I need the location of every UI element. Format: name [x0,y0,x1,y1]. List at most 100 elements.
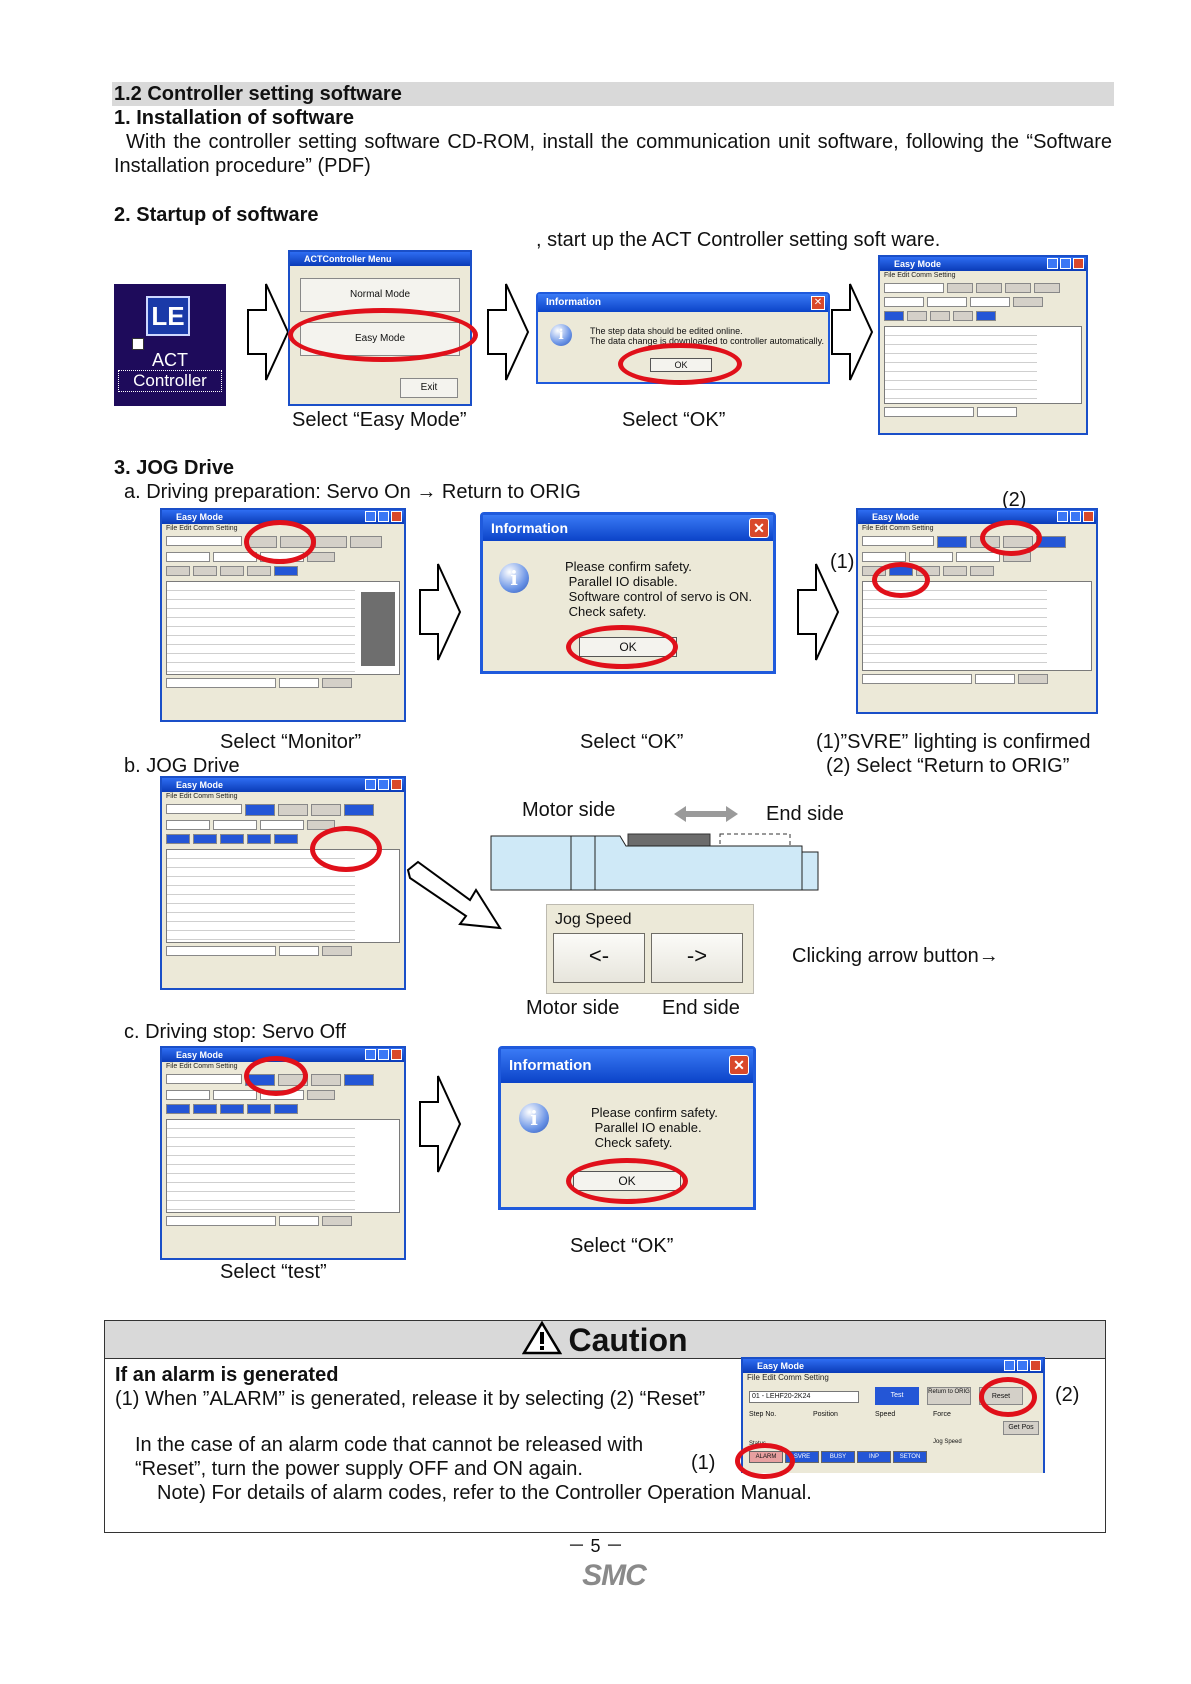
easy-mode-window-servo-on: Easy Mode File Edit Comm Setting [856,508,1098,714]
installation-heading: 1. Installation of software [114,107,355,129]
easy-mode-menu: File Edit Comm Setting [166,793,238,800]
label-1: (1) [830,551,855,573]
diagonal-arrow-icon [406,860,502,930]
motor-side-label-2: Motor side [526,997,620,1019]
info-icon: i [519,1103,549,1133]
caption-select-easy-mode: Select “Easy Mode” [292,409,467,431]
info-icon: i [499,563,529,593]
startup-text: , start up the ACT Controller setting so… [536,229,941,251]
jog-drive-heading: 3. JOG Drive [114,457,235,479]
flow-arrow-icon [419,1075,462,1173]
caption-select-ok-a: Select “OK” [580,731,684,753]
highlight-ring-return-to-orig [980,520,1042,556]
startup-heading: 2. Startup of software [114,204,319,226]
page-number: － 5 － [567,1536,624,1556]
inp-lamp: INP [857,1451,891,1463]
caution-label-1: (1) [691,1452,716,1474]
highlight-ring-alarm [735,1443,795,1479]
highlight-ring-jog-buttons [310,826,382,872]
jog-a-heading: a. Driving preparation: Servo On → Retur… [124,481,581,503]
close-icon[interactable]: ✕ [749,518,769,538]
dialog-title: Information✕ [483,515,773,541]
icon-label-controller: Controller [118,370,222,392]
seton-lamp: SETON [893,1451,927,1463]
highlight-ring-ok [566,625,678,669]
dialog-title: Information✕ [501,1049,753,1083]
menu-window-title: ACTController Menu [290,252,470,266]
end-side-label-2: End side [662,997,740,1019]
speed-label: Speed [875,1411,896,1418]
jog-right-button[interactable]: -> [651,933,743,983]
flow-arrow-icon [247,283,290,381]
flow-arrow-icon [831,283,874,381]
info-icon: i [550,324,572,346]
shortcut-arrow-icon [132,338,144,350]
caution-title: Caution [568,1322,688,1358]
jog-b-heading: b. JOG Drive [124,755,240,777]
caption-return-to-orig: (2) Select “Return to ORIG” [826,755,1070,777]
highlight-ring-reset [979,1377,1037,1417]
highlight-ring-ok [618,343,742,385]
le-logo-icon: LE [146,296,190,336]
caution-header: Caution [105,1320,1105,1359]
icon-label-act: ACT [152,350,188,370]
easy-mode-window-test: Easy Mode File Edit Comm Setting [160,1046,406,1260]
return-to-orig-button[interactable]: Return to ORIG [927,1387,971,1405]
highlight-ring-test [244,1056,308,1096]
end-side-label: End side [766,803,844,825]
alarm-line-3: “Reset”, turn the power supply OFF and O… [135,1458,583,1480]
easy-mode-title: Easy Mode [743,1359,1043,1373]
highlight-ring-easy-mode [288,308,478,362]
normal-mode-button[interactable]: Normal Mode [300,278,460,312]
alarm-note: Note) For details of alarm codes, refer … [157,1482,812,1504]
get-pos-button[interactable]: Get Pos [1003,1421,1039,1435]
caption-select-ok: Select “OK” [622,409,726,431]
flow-arrow-icon [487,283,530,381]
position-label: Position [813,1411,838,1418]
easy-mode-menu: File Edit Comm Setting [166,525,238,532]
easy-mode-menu: File Edit Comm Setting [862,525,934,532]
dialog-title: Information [538,294,828,312]
flow-arrow-icon [419,563,462,661]
dialog-message: Please confirm safety. Parallel IO disab… [565,559,753,619]
flow-arrow-icon [797,563,840,661]
warning-triangle-icon [522,1320,563,1355]
label-2: (2) [1002,489,1027,511]
caption-select-ok-c: Select “OK” [570,1235,674,1257]
caution-box: Caution If an alarm is generated (1) Whe… [104,1320,1106,1533]
test-button[interactable]: Test [875,1387,919,1405]
easy-mode-window-startup: Easy Mode File Edit Comm Setting [878,255,1088,435]
double-arrow-icon [674,806,738,822]
id-select[interactable]: 01 - LEHF20-2K24 [749,1391,859,1403]
easy-mode-title: Easy Mode [858,510,1096,524]
caption-select-monitor: Select “Monitor” [220,731,362,753]
easy-mode-title: Easy Mode [880,257,1086,271]
smc-logo: SMC [582,1559,647,1592]
easy-mode-title: Easy Mode [162,1048,404,1062]
close-icon[interactable]: ✕ [729,1055,749,1075]
easy-mode-menu: File Edit Comm Setting [166,1063,238,1070]
caption-svre-confirmed: (1)”SVRE” lighting is confirmed [816,731,1091,753]
exit-button[interactable]: Exit [400,378,458,398]
clicking-arrow-text: Clicking arrow button→ [792,945,999,967]
easy-mode-menu: File Edit Comm Setting [747,1373,829,1382]
motor-side-label: Motor side [522,799,616,821]
highlight-ring-svre [872,562,930,598]
alarm-line-1: (1) When ”ALARM” is generated, release i… [115,1388,706,1410]
easy-mode-menu: File Edit Comm Setting [884,272,956,279]
caption-select-test: Select “test” [220,1261,327,1283]
force-label: Force [933,1411,951,1418]
section-title: 1.2 Controller setting software [112,82,1114,106]
easy-mode-title: Easy Mode [162,510,404,524]
alarm-line-2: In the case of an alarm code that cannot… [135,1434,644,1456]
jog-speed-label: Jog Speed [933,1439,962,1445]
act-controller-icon[interactable]: LE ACT Controller [114,284,226,406]
easy-mode-title: Easy Mode [162,778,404,792]
caution-label-2: (2) [1055,1384,1080,1406]
jog-speed-label: Jog Speed [555,911,632,928]
close-icon[interactable]: ✕ [811,296,825,310]
easy-mode-window-jog: Easy Mode File Edit Comm Setting [160,776,406,990]
information-dialog-servo-off: Information✕ i Please confirm safety. Pa… [498,1046,756,1210]
jog-left-button[interactable]: <- [553,933,645,983]
step-no-label: Step No. [749,1411,777,1418]
